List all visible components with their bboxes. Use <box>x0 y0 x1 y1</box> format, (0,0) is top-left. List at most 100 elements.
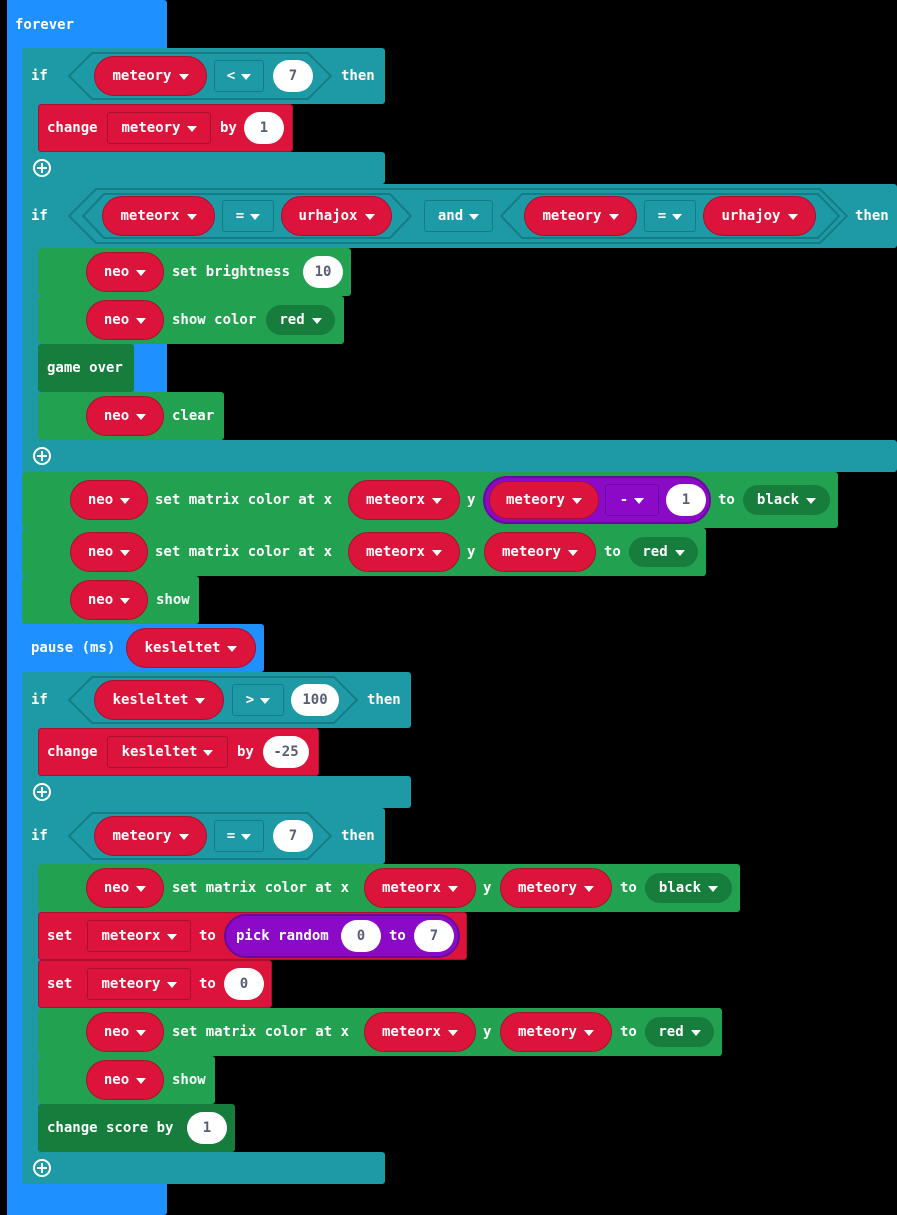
set-matrix-label: set matrix color at x <box>155 492 333 508</box>
var-meteory[interactable]: meteory <box>94 816 207 856</box>
operator-eq[interactable]: = <box>644 200 696 232</box>
color-dropdown[interactable]: red <box>629 537 698 567</box>
if-block-1-footer[interactable] <box>22 152 385 184</box>
var-meteorx[interactable]: meteorx <box>348 532 460 572</box>
var-meteorx[interactable]: meteorx <box>348 480 460 520</box>
if-block-2-footer[interactable] <box>22 440 897 472</box>
clear-label: clear <box>172 408 215 424</box>
number-input[interactable]: 1 <box>187 1112 227 1144</box>
to-label: to <box>604 544 621 560</box>
operator-gt[interactable]: > <box>232 684 284 716</box>
var-neo[interactable]: neo <box>86 300 164 340</box>
y-label: y <box>467 544 476 560</box>
number-input[interactable]: 100 <box>291 684 339 716</box>
var-neo[interactable]: neo <box>86 1060 164 1100</box>
set-label: set <box>47 976 73 992</box>
if-block-2-arm <box>22 184 38 472</box>
var-kesleltet[interactable]: kesleltet <box>107 736 228 768</box>
operator-minus[interactable]: - <box>605 484 659 516</box>
to-label: to <box>620 1024 637 1040</box>
forever-label: forever <box>15 17 75 33</box>
var-neo[interactable]: neo <box>86 252 164 292</box>
color-dropdown[interactable]: red <box>645 1017 714 1047</box>
caret-down-icon <box>178 74 189 80</box>
caret-down-icon <box>674 550 685 556</box>
var-meteorx[interactable]: meteorx <box>102 196 215 236</box>
var-meteory[interactable]: meteory <box>500 1012 612 1052</box>
game-over-block[interactable] <box>38 344 134 392</box>
to-label: to <box>389 928 406 944</box>
var-neo[interactable]: neo <box>86 396 164 436</box>
var-kesleltet[interactable]: kesleltet <box>94 680 224 720</box>
caret-down-icon <box>120 498 131 504</box>
plus-circle-icon[interactable] <box>32 782 52 802</box>
var-neo[interactable]: neo <box>70 580 148 620</box>
color-dropdown[interactable]: black <box>645 873 732 903</box>
caret-down-icon <box>708 886 719 892</box>
number-input[interactable]: 7 <box>273 60 313 92</box>
var-meteory[interactable]: meteory <box>87 968 191 1000</box>
pause-label: pause (ms) <box>31 640 116 656</box>
var-neo[interactable]: neo <box>86 868 164 908</box>
var-meteory[interactable]: meteory <box>107 112 211 144</box>
forever-arm <box>7 0 22 1215</box>
var-urhajox[interactable]: urhajox <box>281 196 392 236</box>
if-block-4-arm <box>22 808 38 1184</box>
caret-down-icon <box>136 414 147 420</box>
var-meteory[interactable]: meteory <box>489 481 599 519</box>
var-neo[interactable]: neo <box>70 480 148 520</box>
if-block-3-footer[interactable] <box>22 776 411 808</box>
to-label: to <box>620 880 637 896</box>
caret-down-icon <box>260 698 271 704</box>
color-dropdown[interactable]: black <box>743 485 830 515</box>
var-neo[interactable]: neo <box>70 532 148 572</box>
caret-down-icon <box>241 74 252 80</box>
number-input[interactable]: 7 <box>273 820 313 852</box>
if-label-2: if <box>31 208 48 224</box>
number-input[interactable]: 1 <box>666 484 706 516</box>
var-neo[interactable]: neo <box>86 1012 164 1052</box>
caret-down-icon <box>186 126 197 132</box>
var-kesleltet[interactable]: kesleltet <box>126 628 256 668</box>
plus-circle-icon[interactable] <box>32 446 52 466</box>
var-meteorx[interactable]: meteorx <box>87 920 191 952</box>
operator-lt[interactable]: < <box>214 60 264 92</box>
caret-down-icon <box>634 498 645 504</box>
color-dropdown[interactable]: red <box>266 305 335 335</box>
if-block-1-arm <box>22 48 38 184</box>
number-input[interactable]: 1 <box>244 112 284 144</box>
to-label: to <box>199 928 216 944</box>
plus-circle-icon[interactable] <box>32 158 52 178</box>
plus-circle-icon[interactable] <box>32 1158 52 1178</box>
number-input[interactable]: 0 <box>341 920 381 952</box>
caret-down-icon <box>227 646 238 652</box>
by-label: by <box>237 744 254 760</box>
if-block-4-footer[interactable] <box>22 1152 385 1184</box>
if-block-3-arm <box>22 672 38 808</box>
operator-eq[interactable]: = <box>214 820 264 852</box>
change-label: change <box>47 120 98 136</box>
var-meteory[interactable]: meteory <box>94 56 207 96</box>
number-input[interactable]: 0 <box>224 968 264 1000</box>
then-label-3: then <box>367 692 401 708</box>
number-input[interactable]: -25 <box>263 736 309 768</box>
to-label: to <box>718 492 735 508</box>
operator-eq[interactable]: = <box>222 200 274 232</box>
number-input[interactable]: 10 <box>303 256 343 288</box>
number-input[interactable]: 7 <box>414 920 454 952</box>
caret-down-icon <box>195 698 206 704</box>
var-meteory[interactable]: meteory <box>500 868 612 908</box>
then-label-1: then <box>341 68 375 84</box>
caret-down-icon <box>469 214 480 220</box>
caret-down-icon <box>136 886 147 892</box>
var-urhajoy[interactable]: urhajoy <box>703 196 816 236</box>
var-meteorx[interactable]: meteorx <box>364 1012 476 1052</box>
set-matrix-label: set matrix color at x <box>172 880 350 896</box>
var-meteory[interactable]: meteory <box>524 196 637 236</box>
var-meteory[interactable]: meteory <box>484 532 596 572</box>
operator-and[interactable]: and <box>424 200 493 232</box>
set-brightness-label: set brightness <box>172 264 291 280</box>
var-meteorx[interactable]: meteorx <box>364 868 476 908</box>
show-color-label: show color <box>172 312 257 328</box>
caret-down-icon <box>364 214 375 220</box>
